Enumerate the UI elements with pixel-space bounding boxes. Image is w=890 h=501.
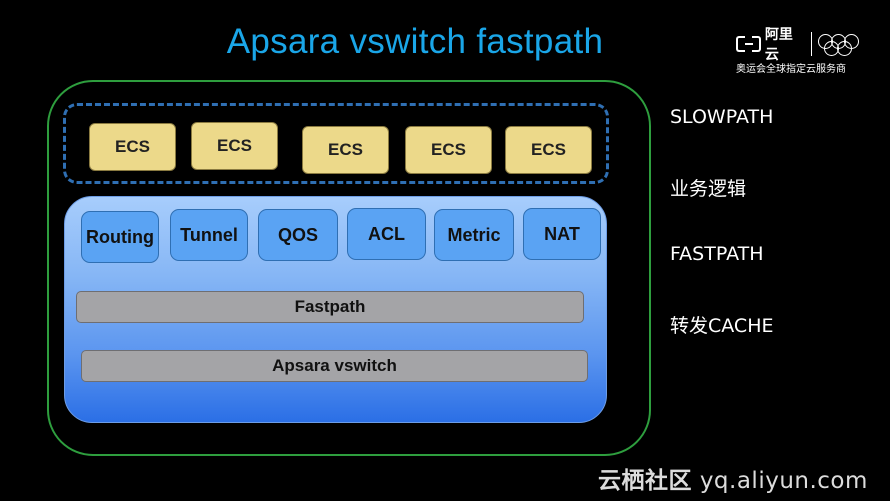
side-label-fastpath: FASTPATH [670,243,764,265]
aliyun-logo: 阿里云 奥运会全球指定云服务商 [728,27,868,75]
watermark-url: yq.aliyun.com [699,468,868,494]
ecs-box: ECS [89,123,176,171]
watermark: 云栖社区 yq.aliyun.com [598,461,868,495]
side-label-forward-cache: 转发CACHE [670,315,774,337]
module-tunnel: Tunnel [170,209,248,261]
watermark-cn: 云栖社区 [598,468,692,494]
ecs-box: ECS [191,122,278,170]
module-routing: Routing [81,211,159,263]
diagram-title: Apsara vswitch fastpath [226,22,604,61]
module-acl: ACL [347,208,426,260]
outer-container [47,80,651,456]
side-label-slowpath: SLOWPATH [670,106,774,128]
aliyun-mark-icon [736,36,761,52]
ecs-box: ECS [505,126,592,174]
side-label-business-logic: 业务逻辑 [670,178,747,200]
ecs-box: ECS [405,126,492,174]
ecs-box: ECS [302,126,389,174]
slowpath-group [63,103,609,184]
logo-brand: 阿里云 [764,27,793,63]
module-qos: QOS [258,209,338,261]
module-nat: NAT [523,208,601,260]
module-metric: Metric [434,209,514,261]
apsara-vswitch-bar: Apsara vswitch [81,350,588,382]
logo-subtitle: 奥运会全球指定云服务商 [736,64,846,75]
olympic-rings-icon [818,32,868,56]
fastpath-bar: Fastpath [76,291,584,323]
